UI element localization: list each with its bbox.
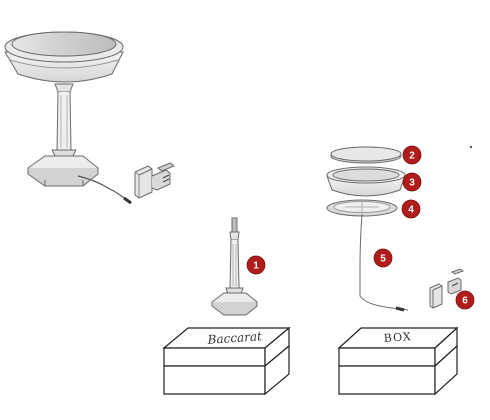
callout-6: 6 (455, 290, 475, 310)
callout-5-label: 5 (380, 254, 386, 265)
part-led-plate (326, 199, 398, 217)
callout-2-label: 2 (409, 151, 415, 162)
part-cord (359, 213, 409, 312)
stray-dot (469, 145, 473, 149)
box-right (337, 326, 459, 396)
callout-5: 5 (373, 248, 393, 268)
callout-4: 4 (401, 199, 421, 219)
callout-4-label: 4 (408, 205, 414, 216)
part-top-disc (330, 146, 402, 164)
callout-3-label: 3 (409, 178, 415, 189)
box-left (162, 326, 291, 396)
assembled-lamp-cord (77, 175, 125, 199)
part-stem (211, 217, 258, 316)
assembled-lamp-power-adapter (134, 162, 175, 199)
callout-1: 1 (246, 255, 266, 275)
callout-6-label: 6 (462, 296, 468, 307)
part-shade-ring (326, 166, 406, 197)
assembled-lamp-base (27, 155, 99, 187)
assembled-lamp-switch (123, 196, 132, 205)
assembled-lamp-shade (4, 31, 124, 83)
part-power-adapter (429, 268, 465, 309)
callout-1-label: 1 (253, 261, 259, 272)
assembled-lamp-stem (51, 83, 77, 159)
callout-3: 3 (402, 172, 422, 192)
box-right-logo: BOX (383, 330, 412, 345)
assembled-lamp (4, 31, 175, 205)
callout-2: 2 (402, 145, 422, 165)
box-left-logo: Baccarat (206, 329, 262, 347)
